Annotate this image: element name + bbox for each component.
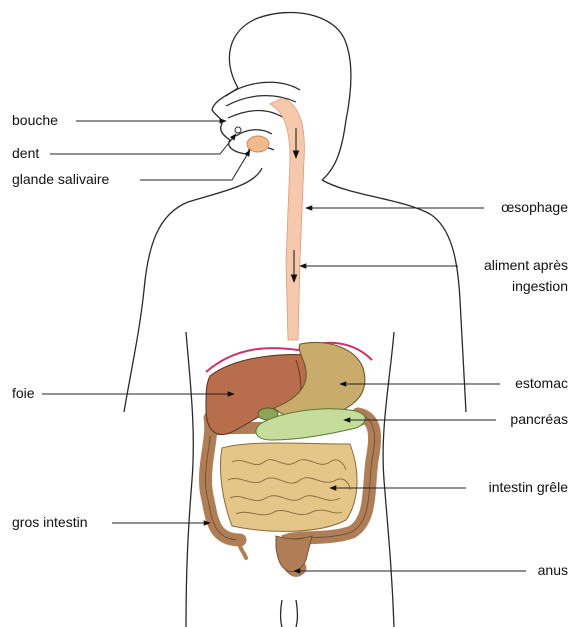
label-bouche: bouche xyxy=(12,112,58,128)
label-pancreas: pancréas xyxy=(510,411,568,427)
tooth xyxy=(235,127,241,133)
leader-dent xyxy=(50,134,236,154)
left-leg-inner xyxy=(281,600,283,627)
salivary-gland xyxy=(247,136,269,152)
label-glande-salivaire: glande salivaire xyxy=(12,171,109,187)
label-estomac: estomac xyxy=(515,375,568,391)
label-foie: foie xyxy=(12,385,35,401)
label-dent: dent xyxy=(12,145,39,161)
label-aliment-line2: ingestion xyxy=(512,278,568,294)
rectum xyxy=(276,536,312,572)
label-anus: anus xyxy=(538,562,568,578)
label-aliment-line1: aliment après xyxy=(484,257,568,273)
right-leg-inner xyxy=(296,600,298,627)
esophagus xyxy=(270,98,304,340)
small-intestine xyxy=(220,443,357,531)
left-torso-outline xyxy=(186,332,193,627)
right-torso-outline xyxy=(383,332,394,627)
label-gros-intestin: gros intestin xyxy=(12,514,87,530)
label-intestin-grele: intestin grêle xyxy=(489,479,569,495)
label-oesophage: œsophage xyxy=(501,199,568,215)
